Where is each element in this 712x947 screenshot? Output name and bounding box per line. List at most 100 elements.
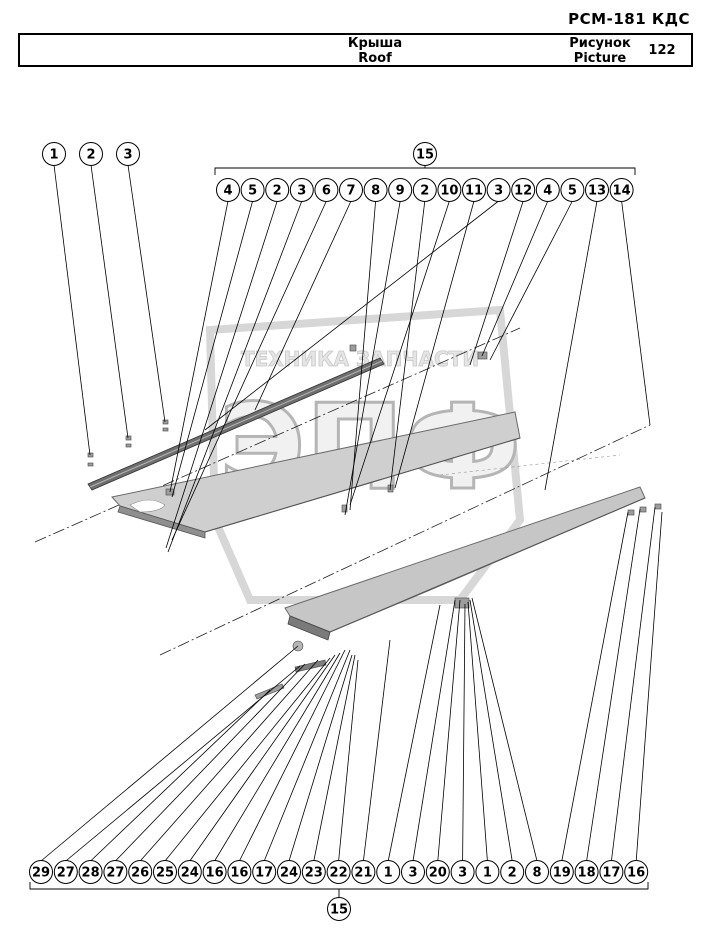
callout-bottom-15: 1 (376, 860, 401, 884)
callout-top-3: 2 (265, 178, 290, 202)
callout-top-group-label: 15 (416, 148, 434, 163)
callout-bottom-18: 3 (450, 860, 475, 884)
callout-bottom-20-label: 2 (508, 866, 517, 881)
callout-top-6: 7 (339, 178, 363, 202)
centre-lines (34, 327, 651, 656)
callout-top-5-label: 6 (322, 184, 331, 199)
leader-line (288, 654, 353, 862)
callout-bottom-25: 16 (624, 860, 649, 884)
lower-roof-panel (284, 454, 646, 641)
callout-top-1-label: 4 (223, 184, 232, 199)
callout-bottom-16-label: 3 (408, 866, 417, 881)
leader-line (90, 164, 129, 439)
leader-line (254, 200, 352, 411)
callout-bottom-7-label: 24 (181, 866, 199, 881)
leader-line (635, 511, 663, 862)
callout-top-14: 4 (535, 178, 560, 202)
callout-bottom-16: 3 (401, 860, 425, 884)
callout-bottom-17: 20 (425, 860, 450, 884)
callout-left-1: 1 (42, 142, 66, 166)
leader-line (544, 200, 598, 491)
leader-line (313, 654, 356, 862)
callout-top-15: 5 (560, 178, 585, 202)
callout-bottom-4: 27 (103, 860, 128, 884)
callout-bottom-15-label: 1 (384, 866, 393, 881)
callout-bottom-9-label: 16 (230, 866, 248, 881)
callout-top-14-label: 4 (543, 184, 552, 199)
leader-line (239, 649, 346, 862)
callout-bottom-6: 25 (153, 860, 177, 884)
leader-line (165, 200, 278, 549)
callout-top-8: 9 (388, 178, 413, 202)
callout-bottom-8: 16 (202, 860, 227, 884)
callout-bottom-12-label: 23 (305, 866, 323, 881)
callout-bottom-11: 24 (277, 860, 301, 884)
leader-line (171, 200, 253, 498)
callout-left-2: 2 (79, 142, 103, 166)
callout-top-15-label: 5 (568, 184, 577, 199)
assembly-name-en: Roof (358, 51, 392, 66)
callout-bottom-group: 15 (327, 897, 351, 921)
callout-top-10-label: 10 (440, 184, 458, 199)
callout-bottom-8-label: 16 (206, 866, 224, 881)
leader-line (412, 599, 456, 862)
title-block: Крыша Roof Рисунок Picture 122 (18, 33, 693, 67)
callout-bottom-3: 28 (78, 860, 103, 884)
leader-line (189, 654, 336, 862)
callout-top-12: 3 (486, 178, 511, 202)
leader-line (90, 689, 271, 862)
leader-line (338, 659, 359, 862)
callout-top-9: 2 (412, 178, 437, 202)
leader-line (462, 603, 466, 862)
callout-top-16: 13 (585, 178, 609, 202)
callout-bottom-21-label: 8 (532, 866, 541, 881)
leader-line (561, 511, 629, 862)
leader-line (167, 200, 303, 553)
callout-top-13: 12 (511, 178, 536, 202)
callout-bottom-14: 21 (351, 860, 376, 884)
leader-line (481, 200, 549, 357)
leader-line (469, 599, 513, 862)
callout-left-3-label: 3 (123, 148, 132, 163)
leader-line (40, 645, 299, 862)
picture-label-en: Picture (573, 51, 627, 66)
callout-bottom-12: 23 (301, 860, 326, 884)
callout-top-8-label: 9 (396, 184, 405, 199)
callout-top-17-label: 14 (613, 184, 631, 199)
leader-line (127, 164, 166, 423)
leader-line (621, 200, 651, 426)
callout-top-2-label: 5 (248, 184, 257, 199)
callout-bottom-23: 18 (574, 860, 599, 884)
callout-top-4: 3 (289, 178, 314, 202)
leader-lines (40, 164, 663, 862)
document-code: РСМ-181 КДС (568, 10, 690, 28)
callout-bottom-10-label: 17 (255, 866, 273, 881)
callout-bottom-21: 8 (525, 860, 549, 884)
callout-left-3: 3 (116, 142, 140, 166)
leader-line (586, 508, 641, 862)
callout-bottom-10: 17 (252, 860, 277, 884)
callout-top-12-label: 3 (494, 184, 503, 199)
callout-bottom-24: 17 (599, 860, 624, 884)
leader-line (437, 599, 461, 862)
callout-bottom-19-label: 1 (483, 866, 492, 881)
callout-top-10: 10 (437, 178, 462, 202)
leader-line (471, 597, 538, 862)
callout-bottom-13-label: 22 (330, 866, 348, 881)
leader-line (389, 200, 426, 491)
watermark-caption: ТЕХНИКА ЗАПЧАСТИ (241, 347, 479, 371)
callout-bottom-9: 16 (227, 860, 252, 884)
callout-top-9-label: 2 (420, 184, 429, 199)
leader-line (263, 649, 351, 862)
callout-top-1: 4 (216, 178, 240, 202)
leader-line (349, 200, 376, 511)
leader-line (53, 164, 91, 456)
callout-bottom-11-label: 24 (280, 866, 298, 881)
picture-label-ru: Рисунок (569, 36, 631, 51)
callout-top-11-label: 11 (465, 184, 483, 199)
callout-top-13-label: 12 (514, 184, 532, 199)
callout-bottom-3-label: 28 (82, 866, 100, 881)
leader-line (164, 657, 331, 862)
